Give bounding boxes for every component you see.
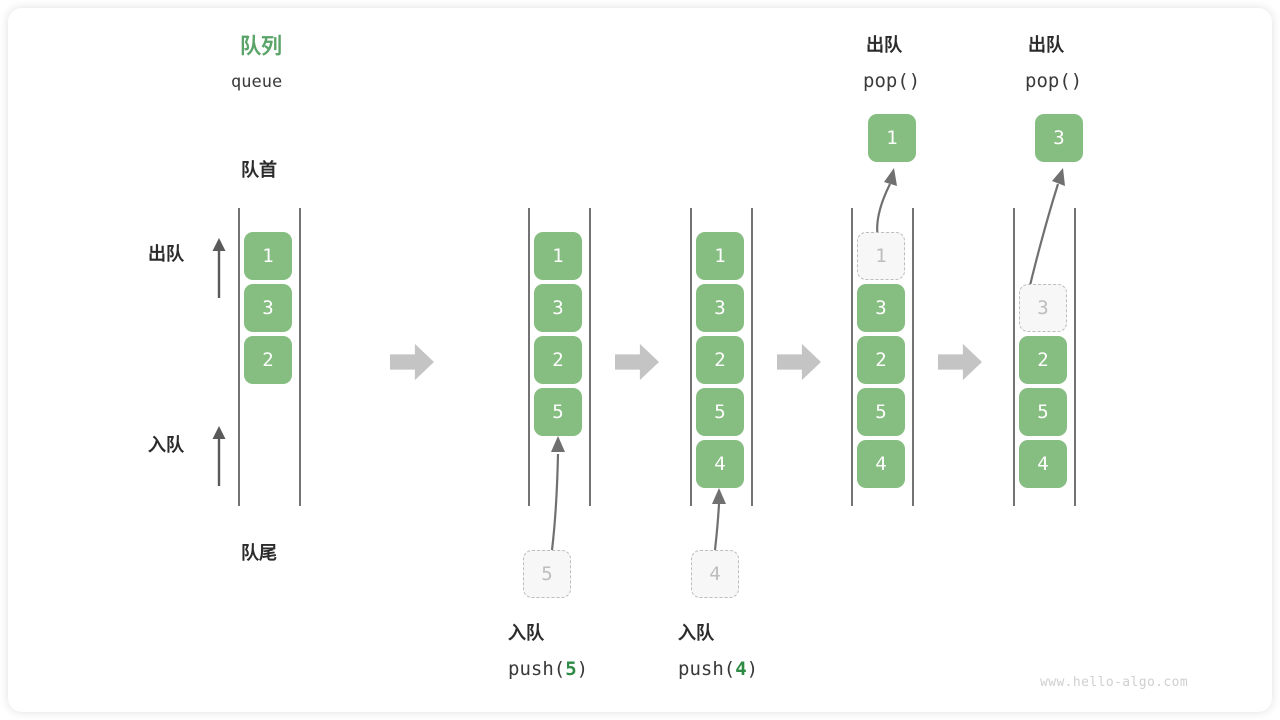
stage2-rail-left <box>528 208 530 506</box>
diagram-title-en: queue <box>231 72 283 92</box>
stage2-op-code-arg: 5 <box>565 658 577 680</box>
stage3-cell-2: 2 <box>696 336 744 384</box>
stage3-op-label-code: push(4) <box>678 660 758 679</box>
stage1-rail-right <box>299 208 301 506</box>
stage2-cell-0: 1 <box>534 232 582 280</box>
stage4-pop-arrow <box>876 168 897 239</box>
stage3-cell-0: 1 <box>696 232 744 280</box>
stage3-cell-4: 4 <box>696 440 744 488</box>
stage2-rail-right <box>589 208 591 506</box>
stage5-cell-1: 3 <box>1019 284 1067 332</box>
stage3-op-label-cn: 入队 <box>678 623 714 643</box>
dequeue-side-label: 出队 <box>148 244 184 264</box>
stage2-incoming-ghost-cell: 5 <box>523 550 571 598</box>
dequeue-direction-arrow <box>212 238 226 298</box>
stage5-op-label-cn: 出队 <box>1028 35 1064 55</box>
stage4-rail-left <box>851 208 853 506</box>
stage4-rail-right <box>912 208 914 506</box>
stage5-cell-3: 5 <box>1019 388 1067 436</box>
stage2-op-label-code: push(5) <box>508 660 588 679</box>
flow-arrow-1 <box>390 343 434 381</box>
stage2-op-label-cn: 入队 <box>508 623 544 643</box>
stage3-op-code-suffix: ) <box>746 658 759 680</box>
stage1-cell-2: 2 <box>244 336 292 384</box>
watermark: www.hello-algo.com <box>1040 675 1189 690</box>
stage1-cell-1: 3 <box>244 284 292 332</box>
stage5-cell-4: 4 <box>1019 440 1067 488</box>
stage4-popped-cell: 1 <box>868 114 916 162</box>
stage2-op-code-prefix: push( <box>508 658 566 680</box>
enqueue-side-label: 入队 <box>148 435 184 455</box>
stage4-op-label-cn: 出队 <box>866 35 902 55</box>
stage2-cell-3: 5 <box>534 388 582 436</box>
stage5-popped-cell: 3 <box>1035 114 1083 162</box>
stage4-cell-4: 4 <box>857 440 905 488</box>
stage2-op-code-suffix: ) <box>576 658 589 680</box>
enqueue-direction-arrow <box>212 426 226 486</box>
stage1-rail-left <box>238 208 240 506</box>
stage3-op-code-arg: 4 <box>735 658 747 680</box>
flow-arrow-3 <box>777 343 821 381</box>
front-label: 队首 <box>241 160 277 180</box>
stage5-rail-right <box>1074 208 1076 506</box>
stage3-rail-right <box>751 208 753 506</box>
stage3-cell-1: 3 <box>696 284 744 332</box>
stage4-cell-2: 2 <box>857 336 905 384</box>
stage2-push-arrow <box>550 436 565 551</box>
rear-label: 队尾 <box>241 543 277 563</box>
stage3-push-arrow <box>712 488 726 551</box>
stage4-cell-3: 5 <box>857 388 905 436</box>
flow-arrow-2 <box>615 343 659 381</box>
stage5-op-label-code: pop() <box>1025 70 1083 92</box>
stage5-pop-arrow <box>1026 168 1065 295</box>
stage3-cell-3: 5 <box>696 388 744 436</box>
diagram-title-cn: 队列 <box>240 35 282 58</box>
stage3-rail-left <box>690 208 692 506</box>
stage1-cell-0: 1 <box>244 232 292 280</box>
stage3-op-code-prefix: push( <box>678 658 736 680</box>
stage4-op-label-code: pop() <box>863 70 921 92</box>
flow-arrow-4 <box>938 343 982 381</box>
stage5-cell-2: 2 <box>1019 336 1067 384</box>
stage3-incoming-ghost-cell: 4 <box>691 550 739 598</box>
stage2-cell-2: 2 <box>534 336 582 384</box>
stage4-cell-1: 3 <box>857 284 905 332</box>
stage4-cell-0: 1 <box>857 232 905 280</box>
stage5-rail-left <box>1013 208 1015 506</box>
stage2-cell-1: 3 <box>534 284 582 332</box>
